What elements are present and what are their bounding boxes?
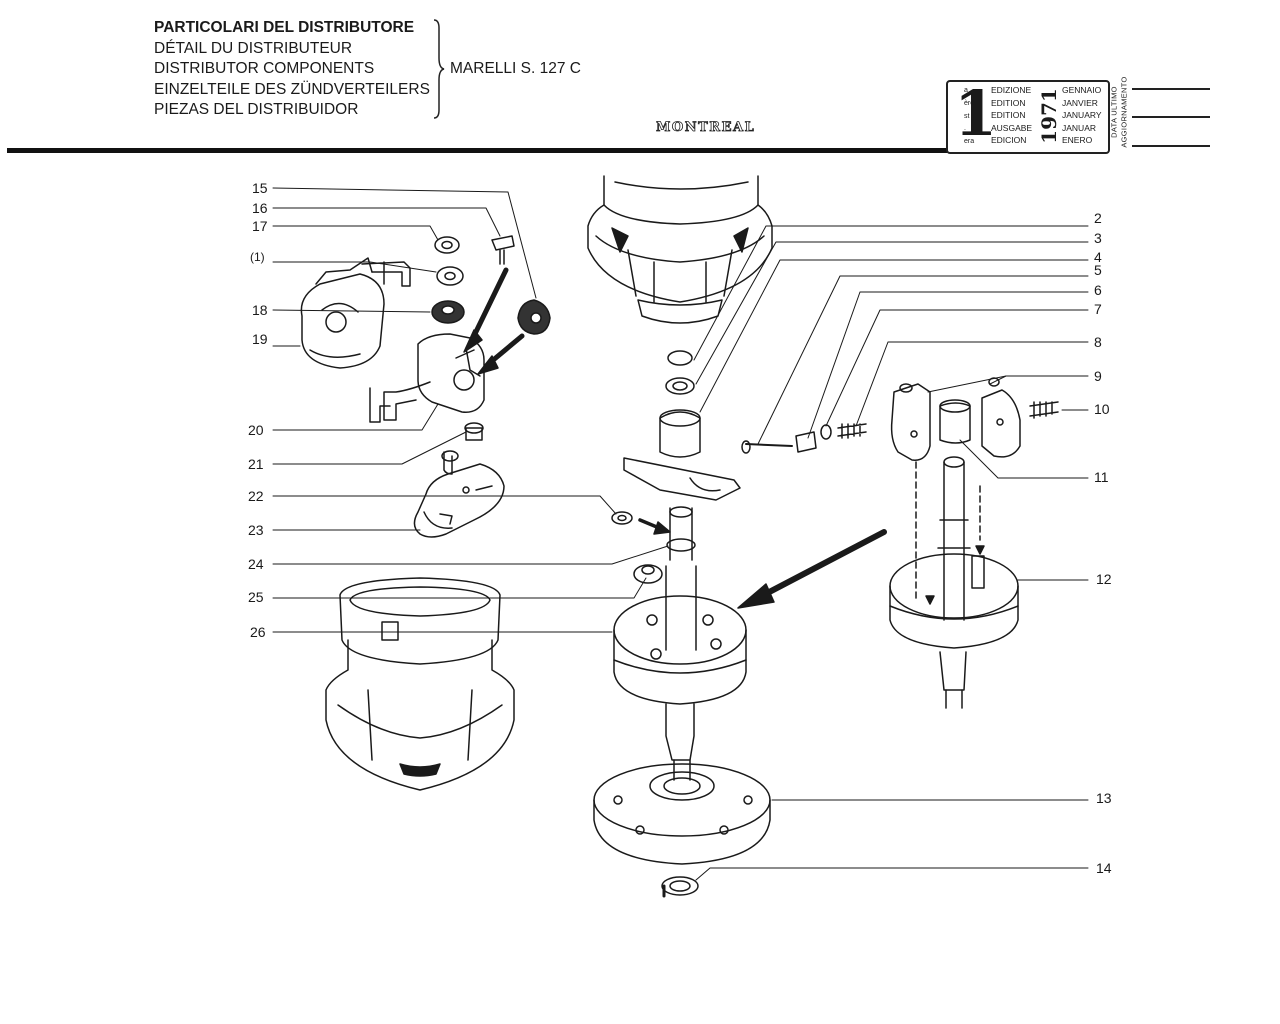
callout-label: 16 xyxy=(252,200,268,216)
circlip xyxy=(661,876,699,898)
housing-lower xyxy=(325,577,515,791)
brace-icon xyxy=(433,19,445,119)
car-logo: MONTREAL xyxy=(656,120,756,136)
breaker-points xyxy=(300,257,485,423)
edition-word: EDIZIONE xyxy=(991,85,1032,95)
callout-label: 14 xyxy=(1096,860,1112,876)
edition-suffix: ère xyxy=(964,100,975,107)
housing-upper xyxy=(587,175,773,324)
direction-arrows xyxy=(463,267,525,375)
edition-word: AUSGABE xyxy=(991,122,1033,133)
cam-plate xyxy=(413,422,505,538)
edition-word: EDITION xyxy=(991,97,1026,108)
washer-22 xyxy=(611,511,671,535)
mounting-flange xyxy=(593,763,771,865)
update-line xyxy=(1132,145,1210,147)
callout-label: 13 xyxy=(1096,790,1112,806)
leader-lines xyxy=(272,187,1089,881)
callout-label: 6 xyxy=(1094,282,1102,298)
callout-label: 7 xyxy=(1094,301,1102,317)
advance-weights xyxy=(890,377,1059,461)
callout-label: 2 xyxy=(1094,210,1102,226)
callout-label: 9 xyxy=(1094,368,1102,384)
callout-label: 4 xyxy=(1094,249,1102,265)
callout-label: 8 xyxy=(1094,334,1102,350)
edition-word: EDITION xyxy=(991,110,1026,120)
update-line xyxy=(1132,88,1210,90)
edition-number: 1 xyxy=(954,77,998,150)
callout-label: 20 xyxy=(248,422,264,438)
assembly-arrow xyxy=(737,529,887,609)
callout-label: 12 xyxy=(1096,571,1112,587)
callout-label: 11 xyxy=(1094,469,1109,485)
callout-label: 3 xyxy=(1094,230,1102,246)
edition-month: JANVIER xyxy=(1062,97,1098,108)
edition-box xyxy=(946,80,1110,154)
rotor-shaft xyxy=(623,350,741,651)
update-line xyxy=(1132,116,1210,118)
title-spanish: PIEZAS DEL DISTRIBUIDOR xyxy=(154,101,359,118)
edition-suffix: era xyxy=(964,138,975,145)
title-english: DISTRIBUTOR COMPONENTS xyxy=(154,60,375,77)
callout-label: 24 xyxy=(248,556,264,572)
title-italian: PARTICOLARI DEL DISTRIBUTORE xyxy=(154,19,415,36)
edition-suffix: st xyxy=(964,113,970,120)
advance-housing-center xyxy=(613,595,747,781)
edition-month: ENERO xyxy=(1062,135,1093,145)
callout-label: 17 xyxy=(252,218,268,234)
callout-label: 19 xyxy=(252,331,268,347)
title-french: DÉTAIL DU DISTRIBUTEUR xyxy=(154,39,353,57)
edition-suffix: . xyxy=(964,125,966,132)
callout-label: 10 xyxy=(1094,401,1110,417)
callout-label: 25 xyxy=(248,589,264,605)
edition-suffix: a xyxy=(964,87,968,94)
callout-label: 18 xyxy=(252,302,268,318)
title-german: EINZELTEILE DES ZÜNDVERTEILERS xyxy=(154,80,430,98)
title-block: PARTICOLARI DEL DISTRIBUTORE DÉTAIL DU D… xyxy=(154,18,430,121)
callout-label: 15 xyxy=(252,180,268,196)
callout-label: 23 xyxy=(248,522,264,538)
edition-month: JANUARY xyxy=(1062,110,1102,120)
header-rule xyxy=(7,148,965,153)
callout-label: 26 xyxy=(250,624,266,640)
callout-label: 21 xyxy=(248,456,264,472)
small-washers xyxy=(431,235,551,335)
advance-housing-right xyxy=(889,456,1019,709)
edition-word: EDICION xyxy=(991,135,1027,145)
distributor-model: MARELLI S. 127 C xyxy=(450,60,581,77)
weight-pin xyxy=(741,423,867,454)
edition-month: JANUAR xyxy=(1062,122,1097,133)
edition-month: GENNAIO xyxy=(1062,85,1102,95)
callout-label: 22 xyxy=(248,488,264,504)
callout-label: 5 xyxy=(1094,262,1102,278)
callout-label: (1) xyxy=(250,250,265,264)
